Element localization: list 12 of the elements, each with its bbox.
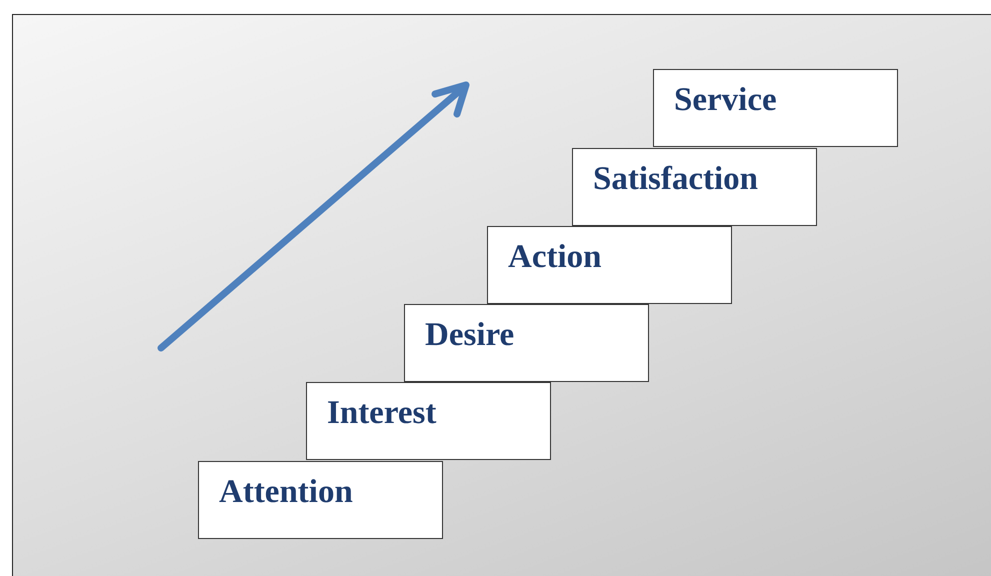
step-label: Satisfaction (593, 161, 758, 197)
step-box (306, 382, 551, 460)
step-label: Desire (425, 317, 514, 353)
step-label: Attention (219, 474, 353, 510)
step-box (404, 304, 649, 382)
step-label: Interest (327, 395, 436, 431)
step-box (487, 226, 732, 304)
step-label: Service (674, 82, 777, 118)
step-box (198, 461, 443, 539)
step-box (653, 69, 898, 147)
step-box (572, 148, 817, 226)
step-label: Action (508, 239, 602, 275)
